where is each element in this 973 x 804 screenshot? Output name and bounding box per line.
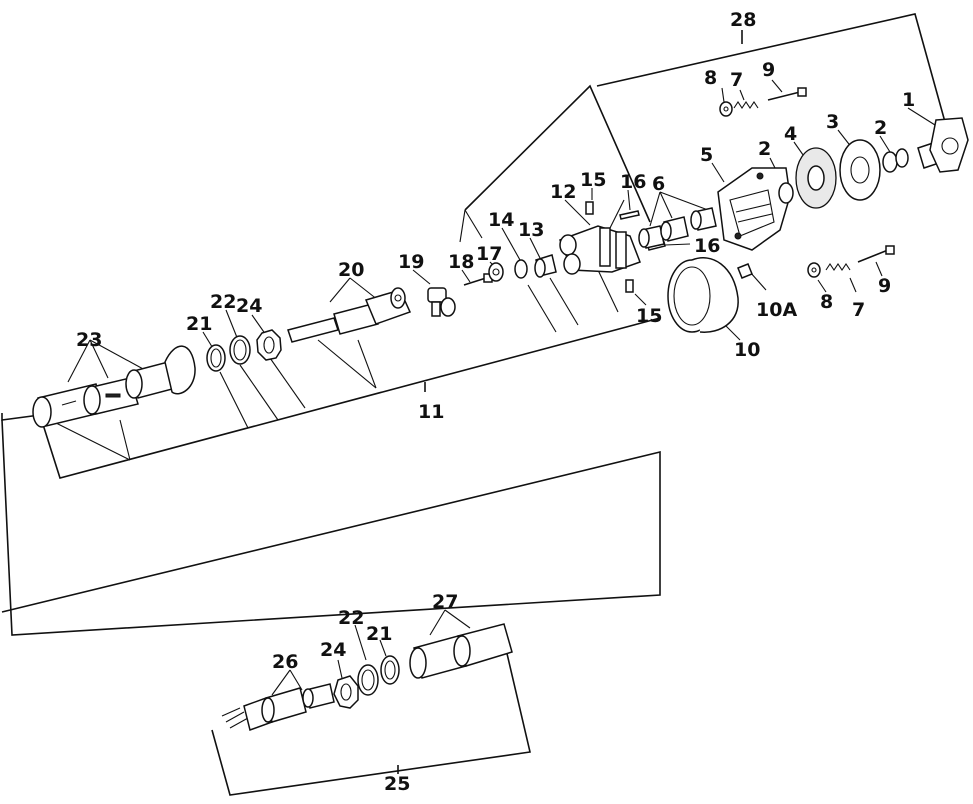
label-4: 4: [784, 123, 797, 145]
pin-15-lower: [625, 279, 634, 293]
bolt-9-upper: [767, 87, 807, 101]
label-6: 6: [652, 173, 665, 195]
label-2-right: 2: [874, 117, 887, 139]
label-8-lower: 8: [820, 291, 833, 313]
label-15-lower: 15: [636, 305, 662, 327]
label-19: 19: [398, 251, 424, 273]
outer-shaft-26: [221, 683, 335, 731]
label-22-upper: 22: [210, 291, 236, 313]
clip-10A: [737, 263, 753, 279]
pressure-plate-3: [839, 139, 881, 201]
label-3: 3: [826, 111, 839, 133]
label-25: 25: [384, 773, 410, 795]
shield-cup-10: [667, 257, 739, 333]
label-5: 5: [700, 144, 713, 166]
label-10: 10: [734, 339, 760, 361]
washer-17: [488, 262, 504, 282]
label-21-upper: 21: [186, 313, 212, 335]
washer-2-right: [882, 148, 909, 173]
label-14: 14: [488, 209, 514, 231]
label-2-left: 2: [758, 138, 771, 160]
ring-14: [514, 259, 528, 279]
washer-22: [229, 335, 251, 365]
label-22-lower: 22: [338, 607, 364, 629]
label-27: 27: [432, 591, 458, 613]
label-13: 13: [518, 219, 544, 241]
label-8-upper: 8: [704, 67, 717, 89]
label-24-lower: 24: [320, 639, 346, 661]
washer-8-lower: [807, 262, 821, 278]
hub-1: [917, 117, 969, 173]
friction-disc-4: [795, 147, 837, 209]
pin-16-upper: [619, 210, 640, 220]
label-11: 11: [418, 401, 444, 423]
label-10A: 10A: [756, 299, 797, 321]
label-18: 18: [448, 251, 474, 273]
label-17: 17: [476, 243, 502, 265]
spring-7-upper: [733, 101, 759, 109]
label-21-lower: 21: [366, 623, 392, 645]
bracket-11: [1, 84, 661, 479]
clutch-yoke-12: [559, 225, 641, 275]
cross-bearing-19: [427, 287, 456, 317]
label-26: 26: [272, 651, 298, 673]
label-7-lower: 7: [852, 299, 865, 321]
rollers-6: [638, 207, 717, 249]
shaft-tube-23: [32, 345, 196, 428]
pin-15-upper: [585, 201, 594, 215]
snap-ring-21: [206, 344, 226, 372]
washer-22-lower: [357, 664, 379, 696]
label-9-upper: 9: [762, 59, 775, 81]
label-23: 23: [76, 329, 102, 351]
label-1: 1: [902, 89, 915, 111]
label-28: 28: [730, 9, 756, 31]
label-12: 12: [550, 181, 576, 203]
wave-ring-24-lower: [333, 675, 359, 709]
label-7-upper: 7: [730, 69, 743, 91]
bushing-13: [534, 254, 557, 278]
spring-7-lower: [825, 263, 851, 271]
snap-ring-21-lower: [380, 655, 400, 685]
label-16-lower: 16: [694, 235, 720, 257]
bolt-9-lower: [857, 245, 895, 263]
bracket-25: [1, 419, 661, 796]
label-16-upper: 16: [620, 171, 646, 193]
bracket-28: [596, 13, 956, 159]
inner-yoke-20: [287, 287, 412, 343]
label-20: 20: [338, 259, 364, 281]
washer-2-left: [778, 182, 794, 204]
label-24-upper: 24: [236, 295, 262, 317]
wave-ring-24: [256, 329, 282, 361]
part-labels: 28 8 7 9 1 2 4 3 2 5 6 15 16 12 14 13 16…: [76, 9, 915, 795]
label-15-upper: 15: [580, 169, 606, 191]
tubes-27: [409, 623, 513, 679]
label-9-lower: 9: [878, 275, 891, 297]
washer-8-upper: [719, 101, 733, 117]
clutch-housing-5: [717, 167, 791, 251]
